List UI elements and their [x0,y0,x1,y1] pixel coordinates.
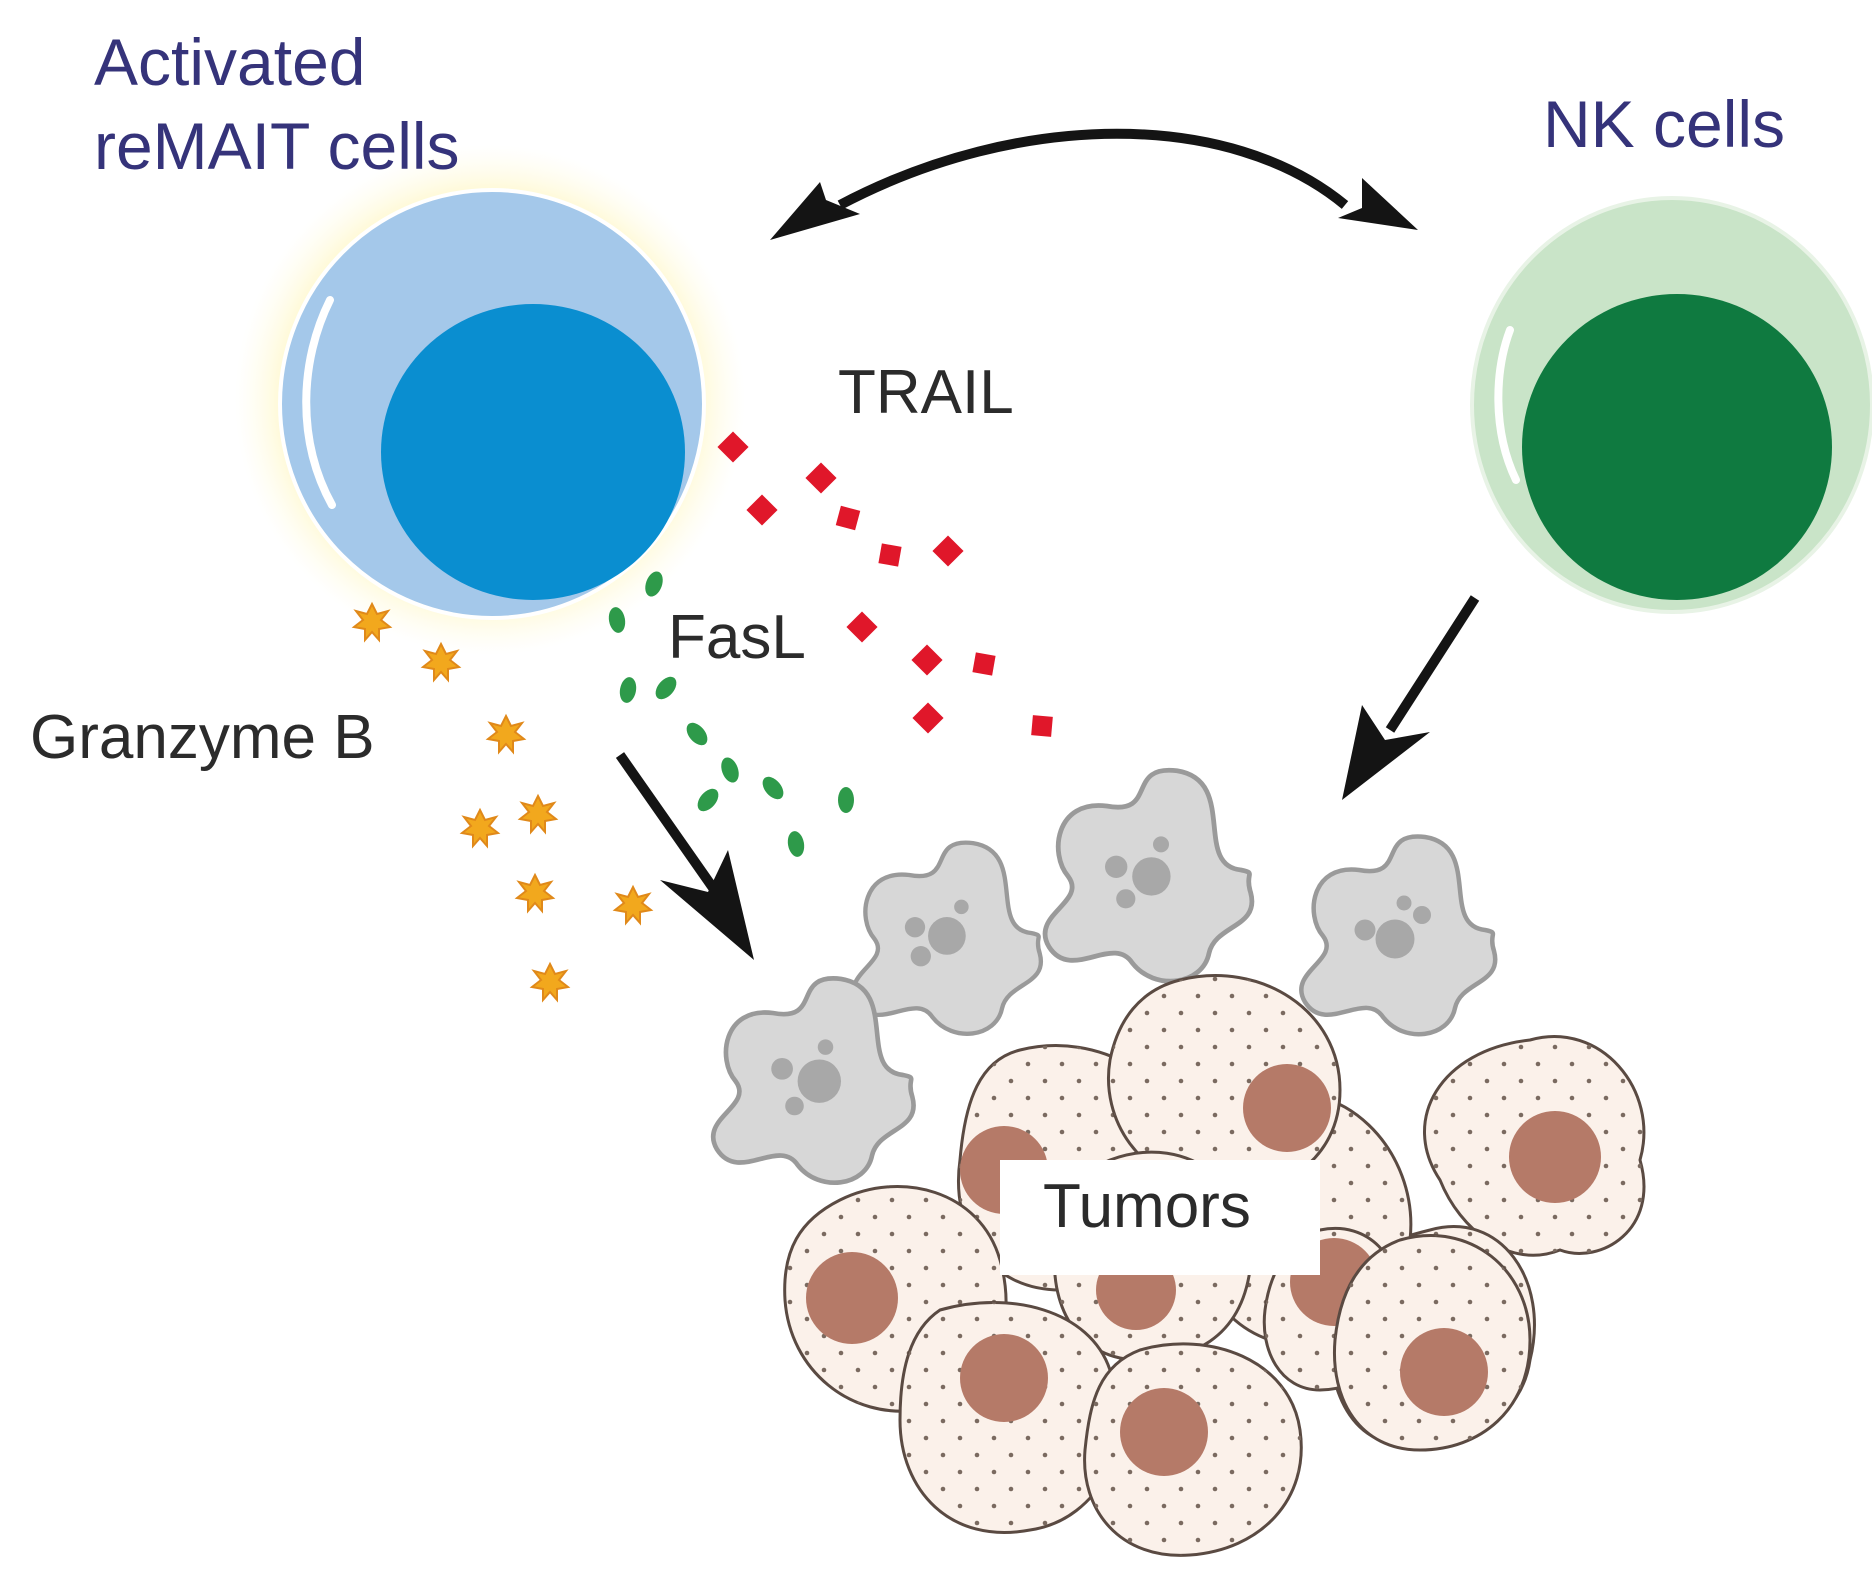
fasl-molecule-icon [686,722,708,746]
remait-label-line1: Activated [94,25,366,99]
granzyme-b-molecules [351,601,654,1003]
nk-label: NK cells [1543,87,1786,161]
granzyme-b-icon [485,713,527,755]
nk-to-tumor-arrow-icon [1342,595,1480,800]
fasl-molecule-icon [762,776,784,800]
nk-cell-icon [1470,196,1872,614]
remait-label-line2: reMAIT cells [94,109,460,183]
trail-molecule-icon [932,535,964,567]
tumor-cell-icon [1423,1035,1646,1257]
fasl-molecule-icon [787,831,805,857]
dying-tumor-cell-icon [1301,836,1495,1034]
trail-molecules [717,431,1053,737]
tumor-cell-icon [1332,1234,1532,1452]
tumor-cell-icon [1083,1342,1303,1557]
tumors-label: Tumors [1043,1172,1251,1241]
granzyme-b-icon [459,807,501,849]
fasl-molecule-icon [655,676,677,700]
trail-molecule-icon [878,543,902,567]
trail-molecule-icon [972,652,996,676]
granzyme-b-icon [420,641,462,683]
tumors-label-panel [1000,1160,1320,1275]
trail-molecule-icon [1031,715,1053,737]
fasl-molecule-icon [721,757,739,783]
trail-molecule-icon [846,611,878,643]
granzyme-b-icon [517,793,559,835]
trail-molecule-icon [805,462,837,494]
fasl-molecules [608,571,854,857]
trail-molecule-icon [911,644,943,676]
interaction-arrow-icon [770,128,1418,240]
dying-tumor-cell-icon [853,843,1041,1034]
tumor-cell-icon [898,1301,1122,1534]
granzyme-b-icon [514,872,556,914]
trail-molecule-icon [835,505,861,531]
fasl-molecule-icon [619,677,637,703]
dying-tumor-cell-icon [713,978,913,1182]
granzyme-b-icon [351,601,393,643]
fasl-molecule-icon [838,787,854,813]
granzyme-b-icon [612,884,654,926]
tumor-cells [783,974,1646,1557]
remait-cell-icon [235,145,745,655]
tumor-cell-icon [1107,974,1342,1193]
trail-label: TRAIL [838,358,1014,427]
fasl-molecule-icon [697,788,719,812]
fasl-label: FasL [668,603,806,672]
trail-molecule-icon [746,494,778,526]
granzyme-b-icon [529,961,571,1003]
dying-tumor-cell-icon [1045,770,1252,981]
trail-molecule-icon [912,702,944,734]
remait-to-tumor-arrow-icon [615,752,754,960]
dying-tumor-cells [713,770,1495,1182]
granzyme-b-label: Granzyme B [30,703,375,772]
fasl-molecule-icon [608,607,626,633]
fasl-molecule-icon [645,571,663,597]
